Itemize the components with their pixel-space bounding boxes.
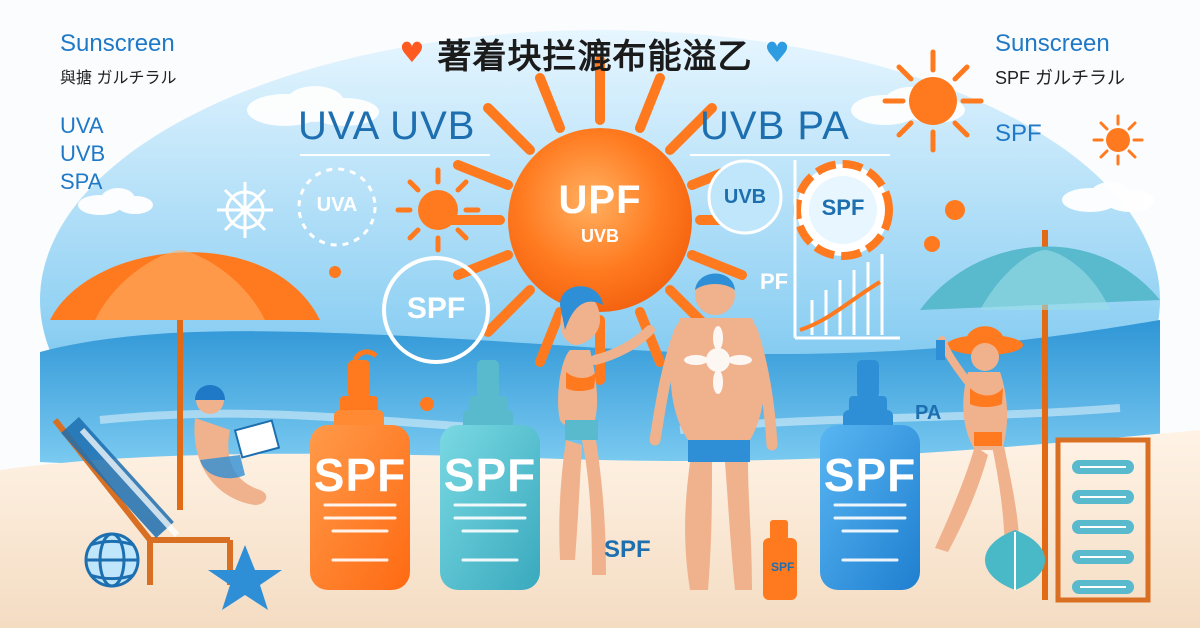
woman-figure (558, 286, 655, 575)
badge-uva: UVA (316, 194, 358, 216)
center-sun-main: UPF (558, 178, 642, 222)
bottle-blue (820, 360, 920, 590)
right-heading: Sunscreen (995, 30, 1110, 57)
beach-chair (52, 416, 233, 585)
left-list-item: UVB (60, 141, 106, 166)
small-bottle (763, 520, 797, 600)
badge-pa-side: PA (915, 402, 942, 424)
center-sun-sub: UVB (580, 226, 619, 246)
bottle-teal (440, 360, 540, 590)
rack-icon (1055, 437, 1151, 603)
badge-small-bottle: SPF (771, 560, 795, 574)
heart-icon: ♥ (764, 36, 791, 69)
page-title: ♥ 著着块拦漉布能溢乙 ♥ (335, 30, 855, 77)
spf-circle (382, 256, 490, 364)
spf-ring (793, 160, 893, 260)
uvb-badge (707, 159, 783, 235)
bottle-label: SPF (443, 449, 537, 501)
sun-left-icon (395, 167, 481, 253)
left-list: UVA UVB SPA (60, 112, 176, 196)
heart-icon: ♥ (399, 36, 426, 69)
ship-wheel-icon (217, 182, 273, 238)
badge-sand-spf: SPF (604, 536, 651, 563)
bottle-label: SPF (823, 449, 917, 501)
person-reading (194, 385, 281, 505)
umbrella-right (920, 230, 1160, 600)
title-text: 著着块拦漉布能溢乙 (437, 36, 753, 77)
bottle-label: SPF (313, 449, 407, 501)
leaf-icon (985, 530, 1045, 590)
man-figure (649, 273, 778, 590)
sun-mini-icon (329, 114, 1144, 411)
uva-badge (297, 167, 377, 247)
bar-chart-graphic (793, 160, 900, 340)
right-label: SPF (995, 120, 1042, 147)
sun-small-icon (882, 49, 984, 153)
starfish-icon (208, 545, 282, 610)
right-subheading: SPF ガルチラル (995, 68, 1126, 88)
left-subheading: 與搪 ガルチラル (60, 70, 177, 87)
left-list-item: UVA (60, 113, 104, 138)
left-heading: Sunscreen (60, 30, 175, 57)
left-list-item: SPA (60, 169, 103, 194)
badge-spf-ring: SPF (821, 195, 865, 220)
badge-uvb: UVB (723, 186, 767, 208)
umbrella-left (50, 250, 320, 510)
globe-icon (84, 532, 140, 588)
badge-spf-circle: SPF (406, 292, 466, 325)
header-right: UVB PA (700, 104, 850, 148)
bottle-orange (310, 349, 410, 590)
badge-pf: PF (760, 269, 789, 294)
left-panel: Sunscreen 與搪 ガルチラル UVA UVB SPA (60, 30, 176, 196)
right-panel: Sunscreen SPF ガルチラル SPF (995, 30, 1125, 148)
header-left: UVA UVB (298, 104, 476, 148)
